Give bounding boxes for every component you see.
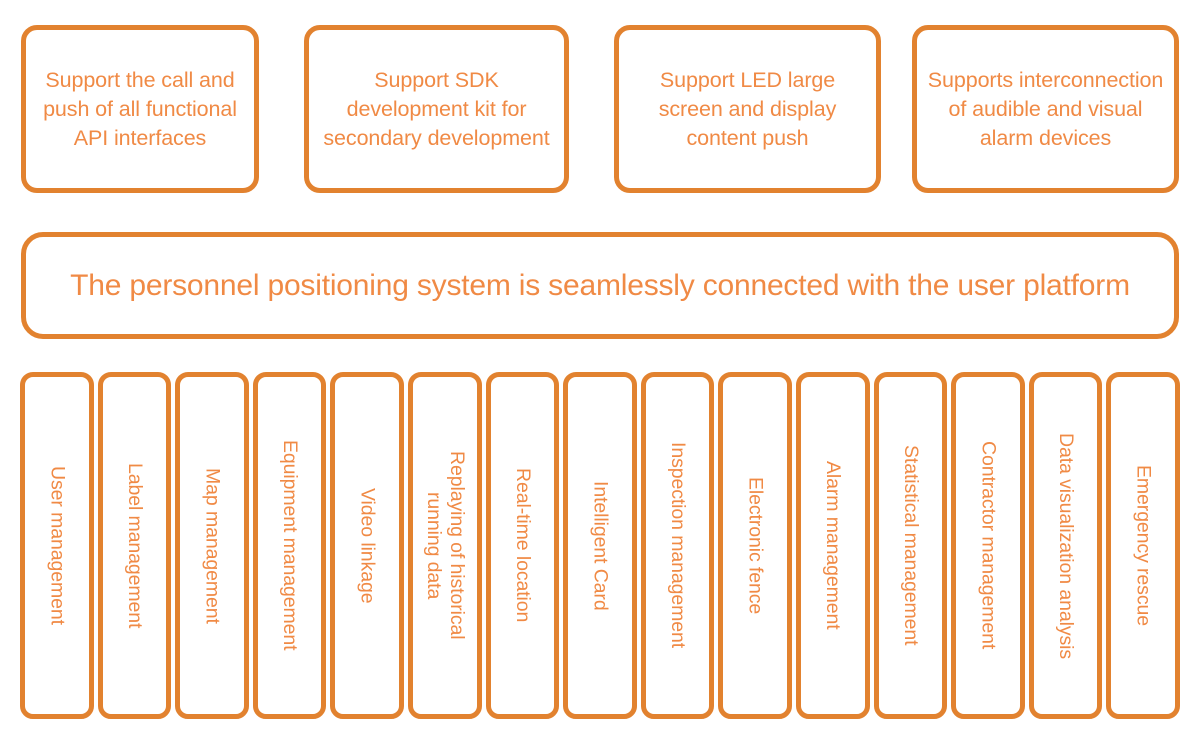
feature-card-label: Support SDK development kit for secondar… (323, 67, 550, 150)
feature-card-label: Supports interconnection of audible and … (927, 67, 1164, 150)
module-column-statistical-management[interactable]: Statistical management (873, 372, 948, 719)
module-column-label: Inspection management (667, 442, 690, 649)
module-column-contractor-management[interactable]: Contractor management (951, 372, 1025, 719)
feature-card-audible-visual-alarm[interactable]: Supports interconnection of audible and … (912, 25, 1179, 193)
module-column-label: Replaying of historical running data (422, 451, 468, 640)
module-column-label: Label management (123, 462, 146, 629)
module-column-label: Real-time location (511, 468, 534, 623)
module-column-inspection-management[interactable]: Inspection management (640, 372, 715, 719)
module-column-map-management[interactable]: Map management (175, 372, 249, 719)
module-column-historical-running-data[interactable]: Replaying of historical running data (407, 372, 482, 719)
platform-connection-banner[interactable]: The personnel positioning system is seam… (21, 232, 1179, 339)
module-column-label: Statistical management (899, 445, 922, 646)
module-column-user-management[interactable]: User management (20, 372, 94, 719)
feature-card-api-interfaces[interactable]: Support the call and push of all functio… (21, 25, 259, 193)
module-column-alarm-management[interactable]: Alarm management (795, 372, 870, 719)
module-column-label: Emergency rescue (1132, 465, 1155, 626)
module-column-label: Data visualization analysis (1055, 432, 1078, 659)
module-column-row: User management Label management Map man… (20, 372, 1180, 719)
module-column-label: Intelligent Card (589, 480, 612, 611)
module-column-label: Electronic fence (744, 476, 767, 615)
module-column-label: Alarm management (822, 461, 845, 630)
module-column-label: Contractor management (977, 441, 1000, 650)
feature-card-led-large-screen[interactable]: Support LED large screen and display con… (614, 25, 881, 193)
module-column-data-visualization[interactable]: Data visualization analysis (1028, 372, 1103, 719)
module-column-equipment-management[interactable]: Equipment management (252, 372, 327, 719)
module-column-label-management[interactable]: Label management (97, 372, 172, 719)
feature-card-row: Support the call and push of all functio… (0, 0, 1200, 205)
feature-card-label: Support LED large screen and display con… (658, 67, 837, 150)
module-column-real-time-location[interactable]: Real-time location (485, 372, 560, 719)
banner-label: The personnel positioning system is seam… (70, 269, 1130, 302)
module-column-video-linkage[interactable]: Video linkage (330, 372, 404, 719)
module-column-electronic-fence[interactable]: Electronic fence (718, 372, 792, 719)
feature-card-label: Support the call and push of all functio… (43, 67, 237, 150)
module-column-label: Equipment management (279, 440, 302, 651)
module-column-label: Video linkage (356, 487, 379, 604)
module-column-intelligent-card[interactable]: Intelligent Card (563, 372, 637, 719)
module-column-label: User management (46, 466, 69, 625)
feature-card-sdk-development-kit[interactable]: Support SDK development kit for secondar… (304, 25, 569, 193)
module-column-label: Map management (201, 467, 224, 624)
module-column-emergency-rescue[interactable]: Emergency rescue (1106, 372, 1180, 719)
